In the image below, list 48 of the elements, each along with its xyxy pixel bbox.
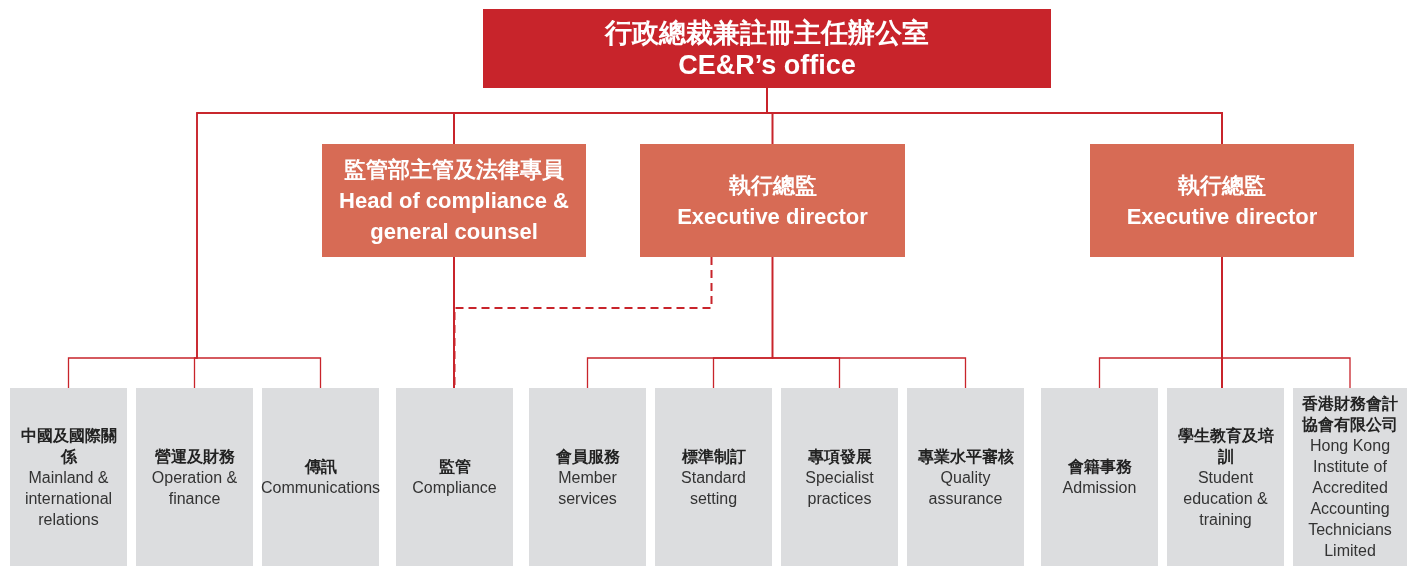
department-box bbox=[1041, 388, 1158, 566]
chinese-heading: 監管 bbox=[438, 457, 471, 477]
english-label: Head of compliance & general counsel bbox=[338, 187, 570, 246]
chinese-heading: 學生教育及培訓 bbox=[1176, 425, 1275, 467]
english-label: Specialist practices bbox=[804, 467, 875, 509]
english-label: CE&R’s office bbox=[678, 48, 856, 81]
english-label: Quality assurance bbox=[927, 467, 1004, 509]
department-box bbox=[529, 388, 646, 566]
english-label: Standard setting bbox=[680, 467, 747, 509]
english-label: Compliance bbox=[412, 478, 497, 498]
department-box bbox=[1167, 388, 1284, 566]
english-label: Executive director bbox=[1126, 202, 1318, 231]
chinese-heading: 會籍事務 bbox=[1067, 457, 1132, 477]
english-label: Mainland & international relations bbox=[23, 467, 114, 530]
english-label: Communications bbox=[260, 478, 381, 498]
chinese-heading: 專業水平審核 bbox=[917, 446, 1014, 467]
english-label: Student education & training bbox=[1182, 467, 1269, 530]
office-box bbox=[483, 9, 1051, 88]
english-label: Operation & finance bbox=[150, 467, 239, 509]
department-box bbox=[1293, 388, 1407, 566]
chinese-heading: 標準制訂 bbox=[681, 446, 746, 467]
chinese-heading: 執行總監 bbox=[1178, 171, 1266, 200]
department-box bbox=[136, 388, 253, 566]
department-box bbox=[396, 388, 513, 566]
connector-line bbox=[453, 256, 455, 389]
chinese-heading: 執行總監 bbox=[728, 171, 817, 200]
english-label: Hong Kong Institute of Accredited Accounting Technicians Limited bbox=[1307, 436, 1393, 561]
director-box bbox=[1090, 144, 1354, 257]
chinese-heading: 傳訊 bbox=[304, 457, 337, 477]
department-box bbox=[262, 388, 379, 566]
connector-line bbox=[771, 256, 967, 389]
department-box bbox=[781, 388, 898, 566]
director-box bbox=[322, 144, 586, 257]
chinese-heading: 營運及財務 bbox=[154, 446, 235, 467]
chinese-heading: 香港財務會計協會有限公司 bbox=[1301, 394, 1399, 435]
chinese-heading: 監管部主管及法律專員 bbox=[344, 156, 564, 184]
chinese-heading: 行政總裁兼註冊主任辦公室 bbox=[605, 16, 929, 49]
chinese-heading: 中國及國際關係 bbox=[19, 425, 118, 467]
english-label: Member services bbox=[557, 467, 618, 509]
chinese-heading: 專項發展 bbox=[807, 446, 872, 467]
english-label: Executive director bbox=[677, 202, 868, 231]
department-box bbox=[907, 388, 1024, 566]
chinese-heading: 會員服務 bbox=[555, 446, 620, 467]
english-label: Admission bbox=[1062, 478, 1137, 498]
department-box bbox=[655, 388, 772, 566]
director-box bbox=[640, 144, 905, 257]
connector-line bbox=[1221, 256, 1351, 389]
department-box bbox=[10, 388, 127, 566]
